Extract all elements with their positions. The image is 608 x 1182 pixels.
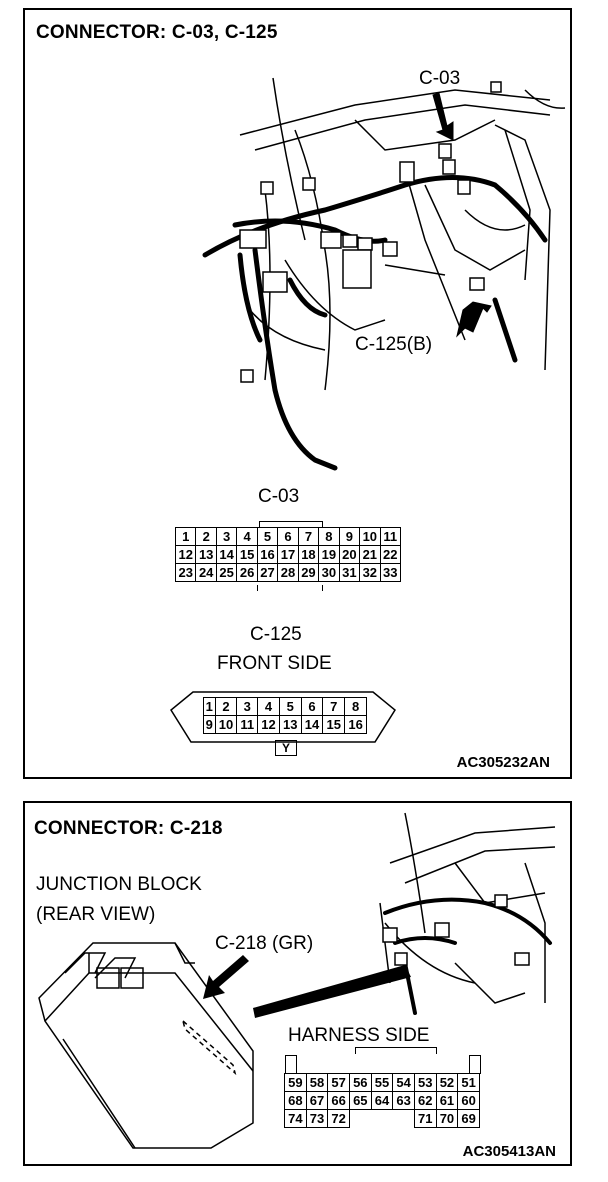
pin-cell: 72 xyxy=(327,1109,350,1128)
c125-wire-color: Y xyxy=(275,740,297,756)
pin-cell: 17 xyxy=(277,545,299,564)
pin-cell: 58 xyxy=(305,1073,329,1092)
c218-callout-label: C-218 (GR) xyxy=(215,933,314,954)
pin-cell: 11 xyxy=(236,715,259,734)
pin-cell: 11 xyxy=(379,527,402,546)
pin-cell: 52 xyxy=(435,1073,459,1092)
pin-cell: 67 xyxy=(305,1091,329,1110)
c125-front-side-label: FRONT SIDE xyxy=(217,653,332,674)
pin-cell: 21 xyxy=(359,545,381,564)
pin-cell: 65 xyxy=(348,1091,372,1110)
pin-cell: 12 xyxy=(257,715,280,734)
pin-cell: 51 xyxy=(457,1073,480,1092)
c218-connector-key-top xyxy=(355,1047,437,1054)
pin-cell: 8 xyxy=(344,697,367,716)
pin-cell: 15 xyxy=(322,715,346,734)
pin-cell: 9 xyxy=(203,715,216,734)
c125-connector-label: C-125 xyxy=(250,624,302,645)
pin-cell: 3 xyxy=(236,697,259,716)
junction-block-label: JUNCTION BLOCK xyxy=(36,874,202,895)
pin-cell: 23 xyxy=(174,563,197,582)
figure-code: AC305232AN xyxy=(456,754,550,771)
pin-cell: 56 xyxy=(348,1073,372,1092)
pin-cell: 5 xyxy=(278,697,302,716)
junction-block-illustration xyxy=(38,812,556,1149)
pin-cell-empty xyxy=(371,1110,393,1128)
pin-cell: 66 xyxy=(327,1091,350,1110)
pin-cell: 59 xyxy=(284,1073,307,1092)
rear-view-label: (REAR VIEW) xyxy=(36,904,156,925)
pin-cell: 71 xyxy=(413,1109,437,1128)
c125-callout-label: C-125(B) xyxy=(355,334,433,355)
c03-connector-label: C-03 xyxy=(258,486,300,507)
pin-cell: 10 xyxy=(359,527,381,546)
pin-cell: 1 xyxy=(203,697,216,716)
pin-cell: 16 xyxy=(344,715,367,734)
pin-cell: 62 xyxy=(413,1091,437,1110)
c03-connector-key-top xyxy=(259,521,323,528)
figure-code: AC305413AN xyxy=(462,1143,556,1160)
pin-cell: 22 xyxy=(379,545,402,564)
c125-connector-outline xyxy=(170,691,396,743)
pin-cell: 74 xyxy=(284,1109,307,1128)
pin-cell: 7 xyxy=(322,697,346,716)
pin-cell: 2 xyxy=(214,697,238,716)
pin-cell: 14 xyxy=(215,545,238,564)
panel-title: CONNECTOR: C-03, C-125 xyxy=(36,22,278,43)
pin-cell-empty xyxy=(393,1110,415,1128)
c03-callout-label: C-03 xyxy=(419,68,461,89)
pin-cell: 25 xyxy=(215,563,238,582)
pin-cell: 60 xyxy=(457,1091,480,1110)
pin-cell: 63 xyxy=(392,1091,415,1110)
pin-cell: 64 xyxy=(370,1091,394,1110)
pin-cell: 12 xyxy=(174,545,197,564)
pin-cell: 55 xyxy=(370,1073,394,1092)
pin-cell: 54 xyxy=(392,1073,415,1092)
pin-cell: 70 xyxy=(435,1109,459,1128)
pin-cell: 14 xyxy=(300,715,324,734)
pin-cell-empty xyxy=(349,1110,371,1128)
pin-cell: 32 xyxy=(359,563,381,582)
connector-panel-c218: CONNECTOR: C-218 JUNCTION BLOCK (REAR VI… xyxy=(23,801,572,1166)
pin-cell: 29 xyxy=(297,563,320,582)
pin-cell: 6 xyxy=(300,697,324,716)
c218-connector-tab-right xyxy=(469,1055,481,1074)
c218-connector-tab-left xyxy=(285,1055,297,1074)
c03-connector-key-bottom xyxy=(257,585,323,591)
pin-cell: 73 xyxy=(305,1109,329,1128)
pin-cell: 13 xyxy=(278,715,302,734)
pin-cell: 61 xyxy=(435,1091,459,1110)
pin-cell: 69 xyxy=(457,1109,480,1128)
pin-cell: 4 xyxy=(257,697,280,716)
panel-title: CONNECTOR: C-218 xyxy=(34,818,223,839)
pin-cell: 68 xyxy=(284,1091,307,1110)
pin-cell: 57 xyxy=(327,1073,350,1092)
connector-panel-c03-c125: CONNECTOR: C-03, C-125 xyxy=(23,8,572,779)
pin-cell: 53 xyxy=(413,1073,437,1092)
wiring-harness-illustration xyxy=(202,77,566,471)
harness-side-label: HARNESS SIDE xyxy=(288,1025,430,1046)
pin-cell: 10 xyxy=(214,715,238,734)
pin-cell: 13 xyxy=(195,545,217,564)
pin-cell: 33 xyxy=(379,563,402,582)
